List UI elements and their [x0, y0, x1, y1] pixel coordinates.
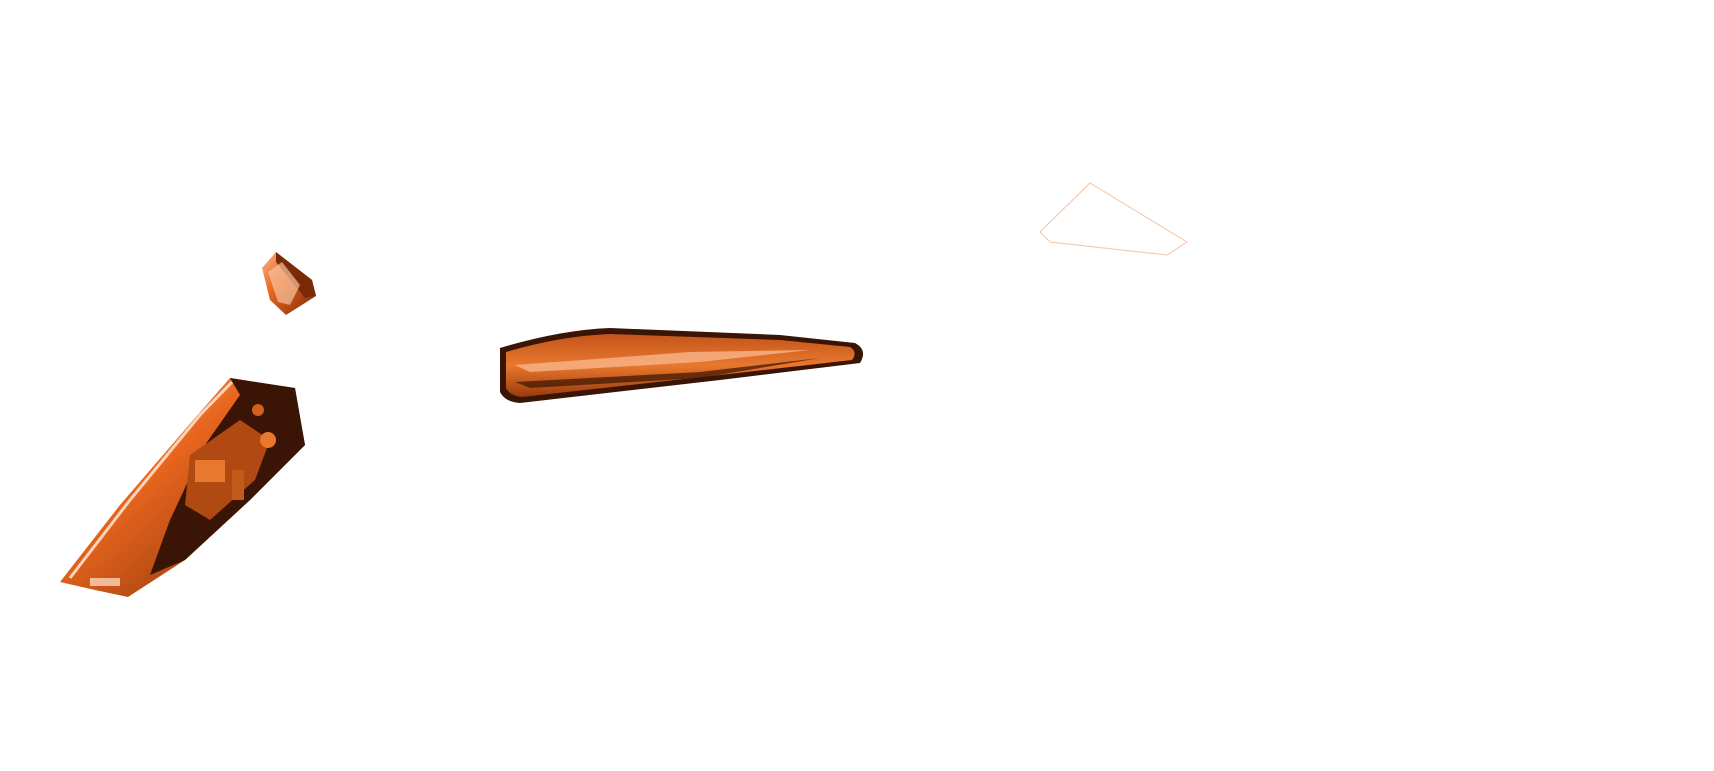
headlight-housing [60, 378, 305, 597]
faint-triangle-outline [1039, 182, 1188, 256]
side-trim-strip [500, 328, 864, 403]
small-bracket [262, 252, 316, 315]
